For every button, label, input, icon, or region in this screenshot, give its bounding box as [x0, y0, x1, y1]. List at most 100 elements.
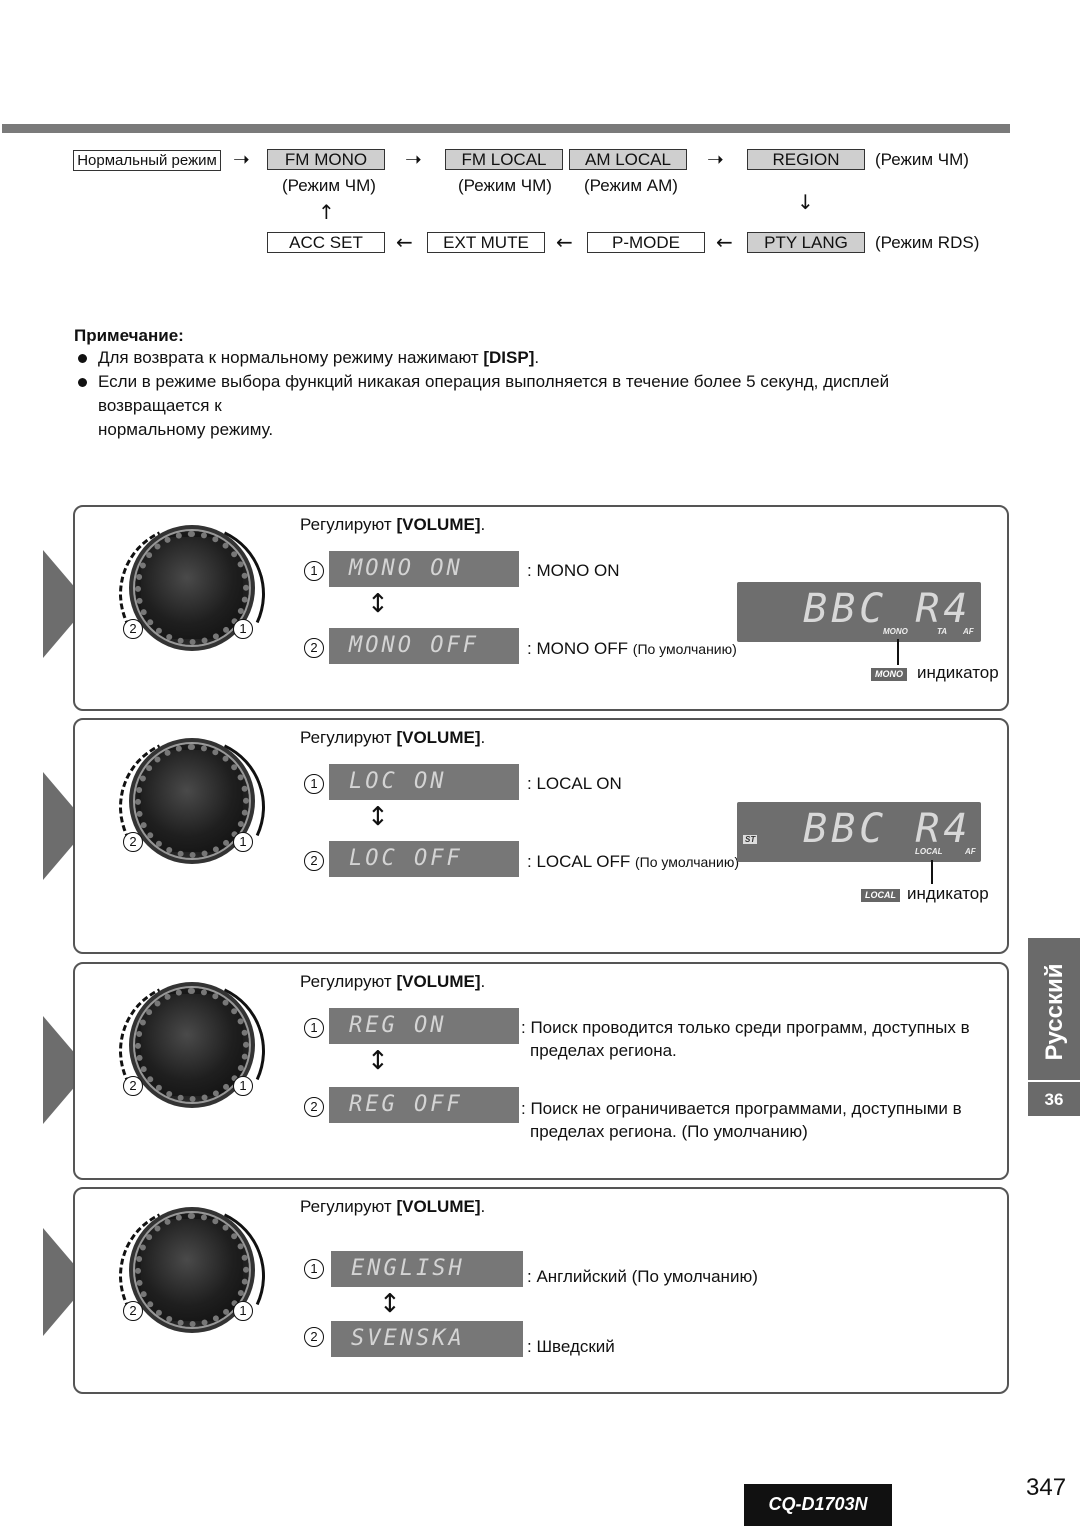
- option-2-description: : Поиск не ограничивается программами, д…: [521, 1097, 962, 1143]
- flow-pty-lang: PTY LANG: [747, 232, 865, 253]
- lcd-option-2: MONO OFF: [329, 628, 519, 664]
- adjust-volume-label: Регулируют [VOLUME].: [300, 1197, 486, 1216]
- marker-one: 1: [233, 832, 253, 852]
- adjust-volume-label: Регулируют [VOLUME].: [300, 515, 486, 534]
- lcd-option-1: LOC ON: [329, 764, 519, 800]
- flow-region: REGION: [747, 149, 865, 170]
- flow-p-mode: P-MODE: [587, 232, 705, 253]
- up-down-arrow-icon: ↕: [379, 1289, 401, 1319]
- page-number: 347: [1026, 1474, 1067, 1501]
- note-text: нормальному режиму.: [98, 420, 274, 439]
- marker-two: 2: [304, 1097, 324, 1117]
- display-mono-badge: MONO: [883, 627, 908, 636]
- description-line: : Поиск проводится только среди программ…: [521, 1018, 970, 1037]
- indicator-label: индикатор: [917, 663, 999, 682]
- arrow-left-icon: ←: [556, 230, 573, 254]
- volume-knob-icon: [135, 988, 249, 1102]
- option-1-description: : Английский (По умолчанию): [527, 1267, 758, 1286]
- indicator-badge: LOCAL: [861, 889, 900, 902]
- flow-ext-mute: EXT MUTE: [427, 232, 545, 253]
- note-item: Если в режиме выбора функций никакая опе…: [78, 370, 998, 442]
- marker-two: 2: [123, 832, 143, 852]
- lcd-option-1: MONO ON: [329, 551, 519, 587]
- bullet-icon: [78, 378, 87, 387]
- marker-one: 1: [304, 1018, 324, 1038]
- arrow-right-icon: ➝: [707, 147, 724, 171]
- panel-local: 2 1 Регулируют [VOLUME]. 1 LOC ON : LOCA…: [73, 718, 1009, 954]
- indicator-label: индикатор: [907, 884, 989, 903]
- volume-knob-icon: [135, 1213, 249, 1327]
- display-text: BBC R4: [803, 806, 972, 852]
- description-line: пределах региона. (По умолчанию): [530, 1122, 808, 1141]
- flow-fm-mono-mode: (Режим ЧМ): [282, 176, 376, 195]
- option-1-description: : MONO ON: [527, 561, 620, 580]
- radio-display: BBC R4 MONO TA AF: [737, 582, 981, 642]
- note-text: .: [534, 348, 540, 367]
- option-2-description: : Шведский: [527, 1337, 615, 1356]
- marker-one: 1: [304, 774, 324, 794]
- display-ta-badge: TA: [937, 627, 948, 636]
- marker-one: 1: [233, 1076, 253, 1096]
- language-side-tab: Русский 36: [1028, 938, 1080, 1116]
- up-down-arrow-icon: ↕: [367, 589, 389, 619]
- top-rule: [2, 124, 1010, 133]
- flow-fm-mono: FM MONO: [267, 149, 385, 170]
- lcd-option-2: LOC OFF: [329, 841, 519, 877]
- up-down-arrow-icon: ↕: [367, 1046, 389, 1076]
- panel-mono: 2 1 Регулируют [VOLUME]. 1 MONO ON : MON…: [73, 505, 1009, 711]
- marker-one: 1: [304, 1259, 324, 1279]
- flow-fm-local: FM LOCAL: [445, 149, 563, 170]
- display-af-badge: AF: [965, 847, 976, 856]
- marker-two: 2: [123, 619, 143, 639]
- marker-two: 2: [123, 1301, 143, 1321]
- volume-knob-icon: [135, 744, 249, 858]
- up-down-arrow-icon: ↕: [367, 802, 389, 832]
- flow-normal-mode: Нормальный режим: [73, 150, 221, 171]
- display-text: BBC R4: [803, 586, 972, 632]
- lcd-option-1: ENGLISH: [331, 1251, 523, 1287]
- lcd-option-2: REG OFF: [329, 1087, 519, 1123]
- marker-one: 1: [233, 619, 253, 639]
- display-st-badge: ST: [743, 835, 758, 844]
- marker-two: 2: [304, 1327, 324, 1347]
- note-text: Для возврата к нормальному режиму нажима…: [98, 348, 484, 367]
- flow-am-local: AM LOCAL: [569, 149, 687, 170]
- flow-acc-set: ACC SET: [267, 232, 385, 253]
- disp-key: [DISP]: [483, 348, 535, 367]
- tab-divider: [1028, 1080, 1080, 1082]
- marker-two: 2: [123, 1076, 143, 1096]
- indicator-pointer-line: [897, 639, 899, 665]
- lcd-option-1: REG ON: [329, 1008, 519, 1044]
- flow-region-mode: (Режим ЧМ): [875, 150, 969, 169]
- note-item: Для возврата к нормальному режиму нажима…: [78, 346, 998, 370]
- marker-two: 2: [304, 638, 324, 658]
- panel-region: 2 1 Регулируют [VOLUME]. 1 REG ON : Поис…: [73, 962, 1009, 1180]
- volume-knob-icon: [135, 531, 249, 645]
- arrow-left-icon: ←: [716, 230, 733, 254]
- description-line: пределах региона.: [530, 1041, 677, 1060]
- description-line: : Поиск не ограничивается программами, д…: [521, 1099, 962, 1118]
- display-local-badge: LOCAL: [915, 847, 943, 856]
- marker-one: 1: [304, 561, 324, 581]
- flow-am-local-mode: (Режим АМ): [584, 176, 678, 195]
- note-title: Примечание:: [74, 326, 184, 345]
- bullet-icon: [78, 354, 87, 363]
- arrow-down-icon: ↓: [797, 190, 814, 214]
- language-tab-label: Русский: [1041, 963, 1068, 1061]
- adjust-volume-label: Регулируют [VOLUME].: [300, 728, 486, 747]
- radio-display: BBC R4 ST LOCAL AF: [737, 802, 981, 862]
- arrow-up-icon: ↑: [318, 200, 335, 224]
- display-af-badge: AF: [963, 627, 974, 636]
- indicator-badge: MONO: [871, 668, 907, 681]
- section-page-number: 36: [1044, 1090, 1064, 1109]
- arrow-left-icon: ←: [396, 230, 413, 254]
- note-text: Если в режиме выбора функций никакая опе…: [98, 372, 890, 415]
- option-2-description: : LOCAL OFF (По умолчанию): [527, 852, 740, 871]
- flow-pty-mode: (Режим RDS): [875, 233, 980, 252]
- adjust-volume-label: Регулируют [VOLUME].: [300, 972, 486, 991]
- model-badge: CQ-D1703N: [744, 1484, 892, 1526]
- option-1-description: : LOCAL ON: [527, 774, 622, 793]
- option-1-description: : Поиск проводится только среди программ…: [521, 1016, 970, 1062]
- flow-fm-local-mode: (Режим ЧМ): [458, 176, 552, 195]
- arrow-right-icon: ➝: [405, 147, 422, 171]
